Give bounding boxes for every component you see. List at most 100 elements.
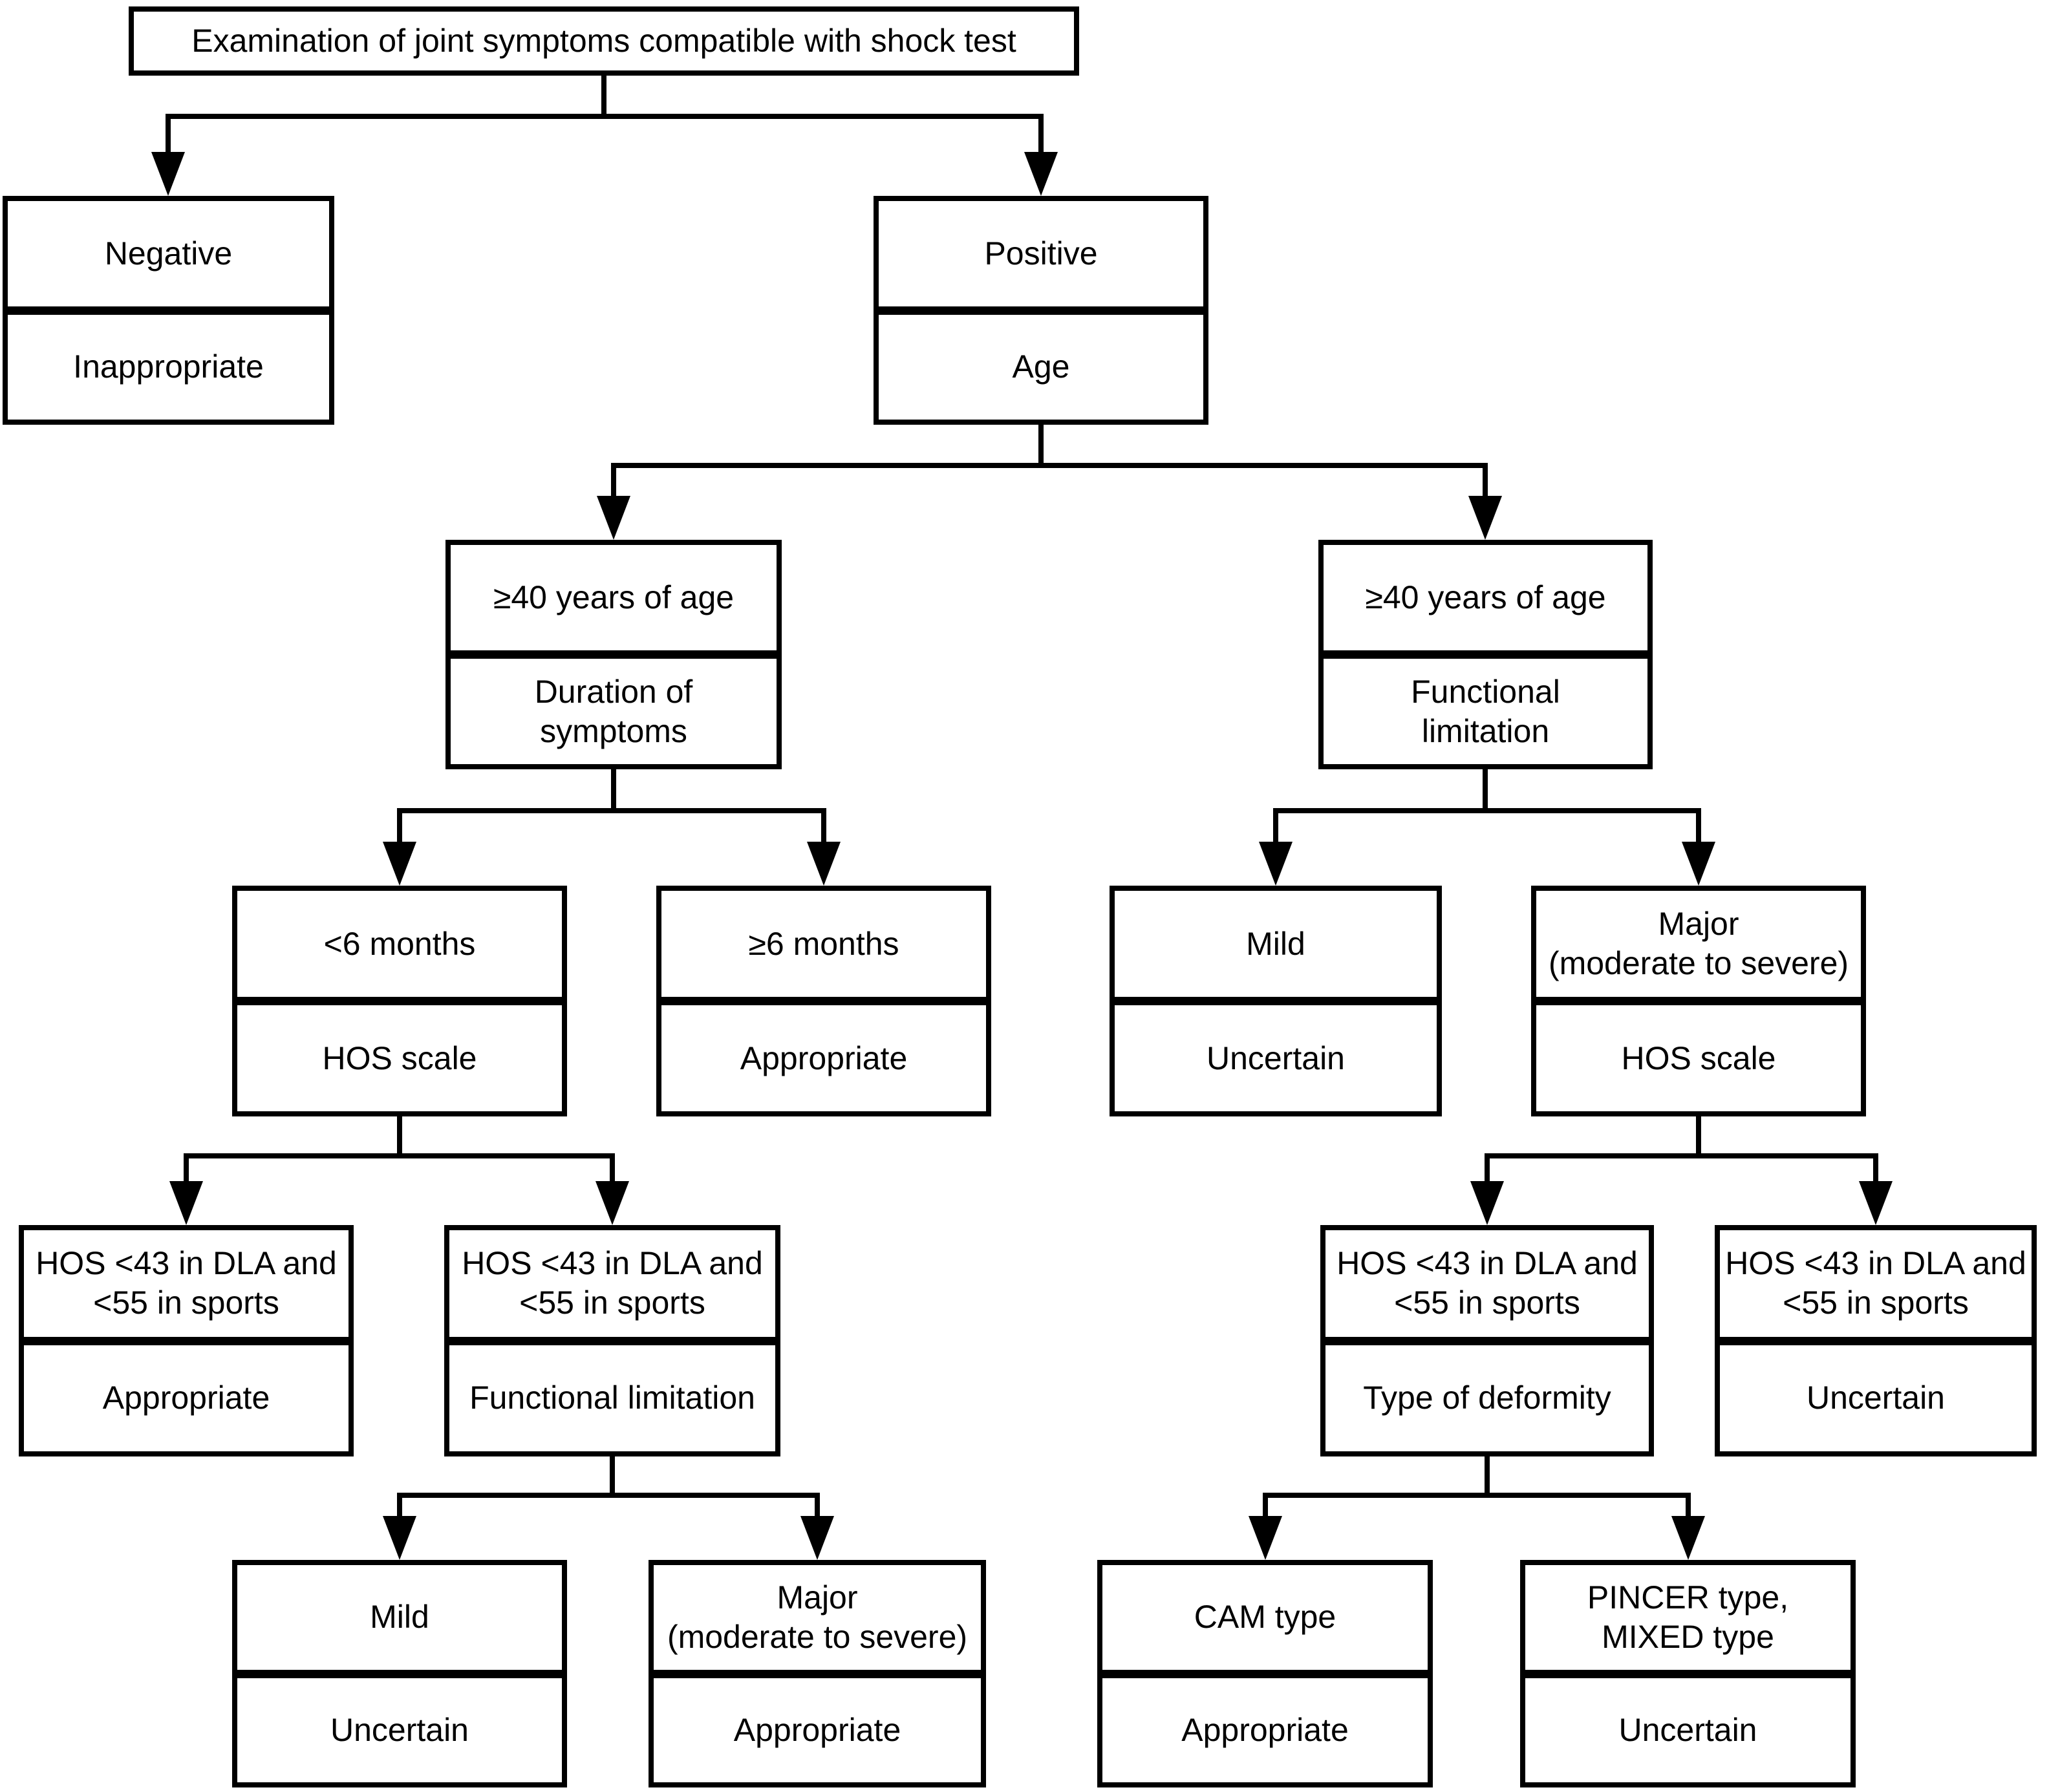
connector-hosright-left-drop (1485, 1158, 1490, 1181)
connector-duration-left-drop (397, 813, 402, 842)
connector-root-right-drop (1038, 119, 1044, 155)
node-mild-mid-top: Mild (1246, 925, 1305, 962)
connector-functional-bar (1273, 808, 1701, 813)
node-pincer-type: PINCER type, MIXED type Uncertain (1520, 1560, 1856, 1787)
connector-funct2-stub (610, 1456, 615, 1498)
connector-functional-stub (1483, 769, 1488, 813)
connector-duration-bar (397, 808, 826, 813)
node-hos-deformity: HOS <43 in DLA and <55 in sports Type of… (1320, 1225, 1654, 1456)
connector-hosright-stub (1696, 1116, 1701, 1158)
arrowhead-to-hos-functional (595, 1181, 629, 1225)
connector-age-bar (611, 463, 1488, 468)
node-cam-type-top: CAM type (1194, 1599, 1336, 1636)
connector-age-left-drop (611, 468, 616, 496)
compartment-divider (1536, 997, 1861, 1005)
node-negative-bottom: Inappropriate (73, 348, 264, 385)
compartment-divider (879, 306, 1203, 315)
node-positive-bottom: Age (1012, 348, 1070, 385)
connector-functional-right-drop (1696, 813, 1701, 842)
compartment-divider (1525, 1669, 1851, 1678)
connector-hosleft-bar (184, 1153, 615, 1158)
node-cam-type-bottom: Appropriate (1181, 1711, 1349, 1748)
connector-hosright-right-drop (1873, 1158, 1878, 1181)
connector-funct2-left-drop (397, 1498, 402, 1516)
node-hos-appropriate-bottom: Appropriate (102, 1380, 270, 1416)
arrowhead-to-hos-uncertain (1859, 1181, 1893, 1225)
compartment-divider (654, 1669, 981, 1678)
node-hos-uncertain-top: HOS <43 in DLA and <55 in sports (1725, 1245, 2026, 1321)
arrowhead-to-major-mid (1682, 842, 1715, 886)
compartment-divider (237, 997, 562, 1005)
compartment-divider (1325, 1336, 1649, 1345)
connector-functional-left-drop (1273, 813, 1278, 842)
connector-hosleft-stub (397, 1116, 402, 1158)
node-negative-top: Negative (104, 235, 233, 272)
node-major-mid: Major (moderate to severe) HOS scale (1531, 886, 1866, 1116)
compartment-divider (451, 650, 777, 659)
node-ge40-duration: ≥40 years of age Duration of symptoms (445, 540, 782, 769)
node-ge40-duration-top: ≥40 years of age (493, 579, 735, 615)
connector-hosleft-left-drop (184, 1158, 189, 1181)
arrowhead-to-negative (151, 152, 185, 196)
node-ge40-functional-top: ≥40 years of age (1365, 579, 1606, 615)
node-hos-functional-top: HOS <43 in DLA and <55 in sports (462, 1245, 763, 1321)
node-hos-deformity-bottom: Type of deformity (1363, 1380, 1611, 1416)
compartment-divider (1324, 650, 1647, 659)
node-ge6-months-bottom: Appropriate (740, 1040, 908, 1076)
arrowhead-to-cam (1249, 1516, 1282, 1560)
connector-hosleft-right-drop (610, 1158, 615, 1181)
node-major-bottom: Major (moderate to severe) Appropriate (649, 1560, 986, 1787)
arrowhead-to-hos-deformity (1470, 1181, 1504, 1225)
node-positive: Positive Age (874, 196, 1208, 425)
connector-funct2-bar (397, 1493, 820, 1498)
compartment-divider (8, 306, 329, 315)
connector-hosright-bar (1485, 1153, 1878, 1158)
arrowhead-to-lt6months (383, 842, 416, 886)
node-pincer-type-top: PINCER type, MIXED type (1587, 1579, 1789, 1655)
arrowhead-to-ge6months (807, 842, 841, 886)
node-hos-appropriate: HOS <43 in DLA and <55 in sports Appropr… (19, 1225, 354, 1456)
node-major-bottom-top: Major (moderate to severe) (667, 1579, 968, 1655)
node-mild-mid: Mild Uncertain (1110, 886, 1442, 1116)
connector-deformity-stub (1485, 1456, 1490, 1498)
arrowhead-to-duration (597, 496, 630, 540)
node-negative: Negative Inappropriate (3, 196, 334, 425)
node-lt6-months: <6 months HOS scale (232, 886, 567, 1116)
connector-funct2-right-drop (815, 1498, 820, 1516)
connector-age-stub (1038, 425, 1044, 468)
compartment-divider (661, 997, 986, 1005)
connector-deformity-bar (1263, 1493, 1691, 1498)
node-major-bottom-bottom: Appropriate (733, 1711, 901, 1748)
node-pincer-type-bottom: Uncertain (1618, 1711, 1757, 1748)
node-hos-functional-bottom: Functional limitation (469, 1380, 755, 1416)
arrowhead-to-hos-appropriate (169, 1181, 203, 1225)
connector-duration-right-drop (821, 813, 826, 842)
node-ge40-duration-bottom: Duration of symptoms (534, 673, 693, 749)
connector-age-right-drop (1483, 468, 1488, 496)
connector-root-stub (601, 76, 606, 119)
node-major-mid-bottom: HOS scale (1621, 1040, 1776, 1076)
node-ge6-months: ≥6 months Appropriate (656, 886, 991, 1116)
compartment-divider (1102, 1669, 1428, 1678)
compartment-divider (1720, 1336, 2032, 1345)
node-lt6-months-top: <6 months (323, 925, 476, 962)
node-mild-bottom-bottom: Uncertain (330, 1711, 469, 1748)
node-mild-mid-bottom: Uncertain (1207, 1040, 1345, 1076)
node-major-mid-top: Major (moderate to severe) (1548, 906, 1849, 981)
connector-root-bar (166, 114, 1044, 119)
node-ge40-functional-bottom: Functional limitation (1411, 673, 1560, 749)
node-mild-bottom-top: Mild (370, 1599, 429, 1636)
arrowhead-to-pincer (1671, 1516, 1705, 1560)
compartment-divider (1115, 997, 1437, 1005)
compartment-divider (24, 1336, 349, 1345)
connector-root-left-drop (166, 119, 171, 155)
node-hos-deformity-top: HOS <43 in DLA and <55 in sports (1336, 1245, 1638, 1321)
connector-deformity-left-drop (1263, 1498, 1268, 1516)
node-ge40-functional: ≥40 years of age Functional limitation (1318, 540, 1653, 769)
arrowhead-to-mild-mid (1259, 842, 1293, 886)
compartment-divider (237, 1669, 562, 1678)
arrowhead-to-positive (1024, 152, 1058, 196)
node-hos-appropriate-top: HOS <43 in DLA and <55 in sports (36, 1245, 337, 1321)
node-hos-functional: HOS <43 in DLA and <55 in sports Functio… (444, 1225, 780, 1456)
